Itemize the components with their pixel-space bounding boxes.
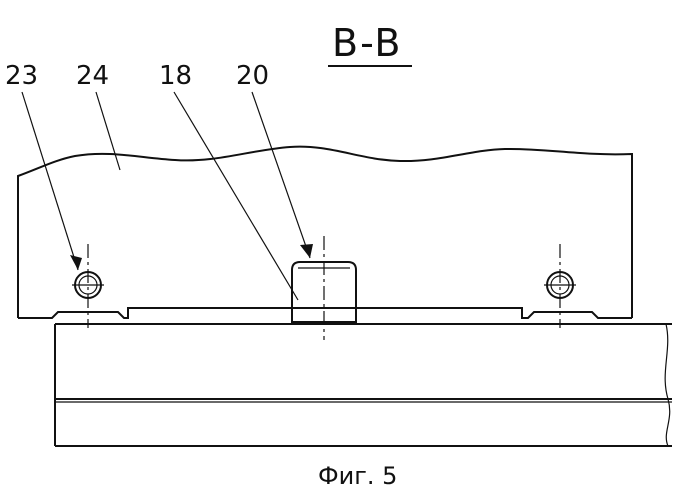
callout-20: 20 <box>236 61 269 91</box>
leader-23 <box>22 92 82 270</box>
callout-23: 23 <box>5 61 38 91</box>
upper-part-bottom-edge <box>18 308 632 318</box>
leader-18 <box>174 92 298 300</box>
screw-hole-right <box>544 244 576 328</box>
screw-hole-left <box>72 244 104 328</box>
rail-break-line <box>665 324 670 446</box>
section-title: B-B <box>332 21 403 65</box>
figure-caption: Фиг. 5 <box>318 462 397 490</box>
leader-24 <box>96 92 120 170</box>
leader-20 <box>252 92 313 258</box>
upper-body-part <box>18 147 632 318</box>
callout-24: 24 <box>76 61 109 91</box>
callout-18: 18 <box>159 61 192 91</box>
